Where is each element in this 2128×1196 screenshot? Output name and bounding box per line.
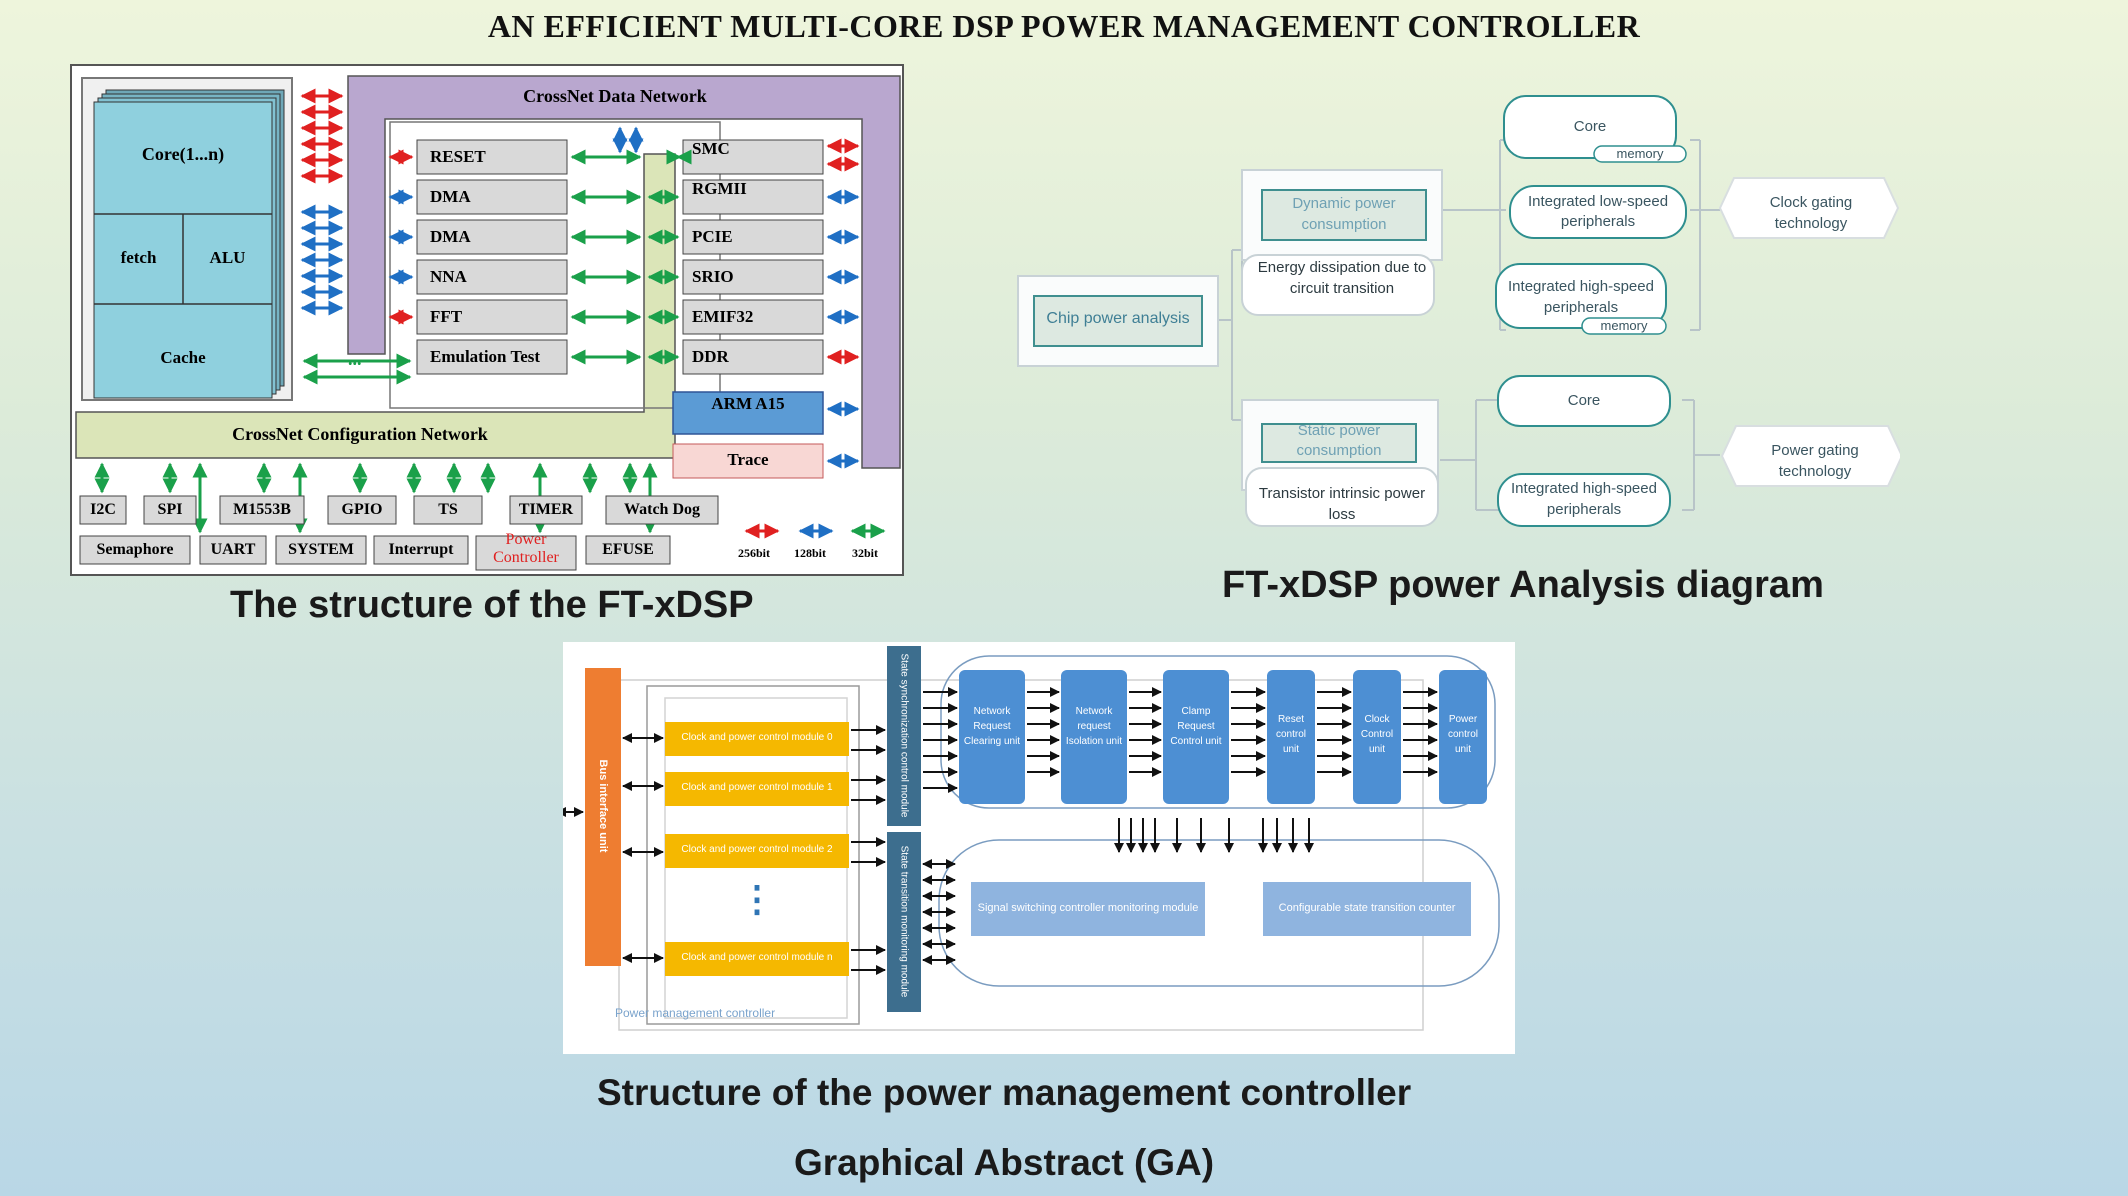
module-spi: SPI bbox=[157, 501, 183, 518]
core-label: Core(1...n) bbox=[141, 144, 225, 164]
bus-interface-unit: Bus interface unit bbox=[597, 759, 609, 853]
unit-power-control: Power control unit bbox=[1447, 714, 1478, 755]
fetch-label: fetch bbox=[120, 248, 157, 267]
left-module-boxes bbox=[416, 139, 568, 375]
legend-32bit: 32bit bbox=[852, 546, 879, 560]
clock-gating-node: Clock gating technology bbox=[1769, 194, 1853, 232]
module-timer: TIMER bbox=[518, 501, 574, 518]
module-interrupt: Interrupt bbox=[388, 541, 454, 558]
clock-power-module-0: Clock and power control module 0 bbox=[681, 732, 833, 743]
module-i2c: I2C bbox=[90, 501, 116, 518]
module-power-controller: Power Controller bbox=[493, 531, 559, 566]
cache-label: Cache bbox=[160, 348, 206, 367]
module-smc: SMC bbox=[692, 139, 730, 158]
pmc-diagram: Bus interface unit Clock and power contr… bbox=[556, 642, 1515, 1054]
unit-network-isolation: Network request Isolation unit bbox=[1065, 706, 1123, 747]
unit-clock-control: Clock Control unit bbox=[1360, 714, 1394, 755]
legend-128bit: 128bit bbox=[794, 546, 827, 560]
module-m1553b: M1553B bbox=[233, 501, 291, 518]
module-pcie: PCIE bbox=[692, 227, 733, 246]
module-ellipsis: ⋮ bbox=[739, 878, 775, 919]
state-transition-module: State transition monitoring module bbox=[898, 845, 910, 998]
right-module-boxes bbox=[672, 139, 824, 479]
caption-structure: The structure of the FT-xDSP bbox=[230, 584, 754, 626]
module-fft: FFT bbox=[430, 307, 463, 326]
power-analysis-diagram: Chip power analysis Dynamic power consum… bbox=[1010, 90, 1904, 530]
clock-power-module-n: Clock and power control module n bbox=[681, 952, 833, 963]
page-title: AN EFFICIENT MULTI-CORE DSP POWER MANAGE… bbox=[487, 8, 1641, 44]
caption-ga: Graphical Abstract (GA) bbox=[794, 1142, 1215, 1183]
module-gpio: GPIO bbox=[341, 501, 383, 518]
low-speed-node: Integrated low-speed peripherals bbox=[1527, 193, 1669, 230]
module-dma-1: DMA bbox=[430, 187, 471, 206]
caption-pmc: Structure of the power management contro… bbox=[597, 1072, 1412, 1113]
static-power-node: Static power consumption bbox=[1296, 422, 1382, 459]
dynamic-desc: Energy dissipation due to circuit transi… bbox=[1257, 259, 1427, 297]
module-emulation-test: Emulation Test bbox=[430, 347, 541, 366]
core-node-1: Core bbox=[1573, 118, 1607, 135]
high-speed-node-1: Integrated high-speed peripherals bbox=[1508, 278, 1654, 316]
unit-reset-control: Reset control unit bbox=[1275, 714, 1306, 755]
core-node-2: Core bbox=[1567, 392, 1601, 409]
dynamic-power-node: Dynamic power consumption bbox=[1292, 195, 1396, 233]
memory-tag-2: memory bbox=[1600, 318, 1648, 333]
module-ts: TS bbox=[438, 501, 458, 518]
high-speed-node-2: Integrated high-speed peripherals bbox=[1511, 480, 1657, 518]
module-semaphore: Semaphore bbox=[96, 541, 174, 558]
unit-clamp-request: Clamp Request Control unit bbox=[1170, 706, 1222, 747]
structure-diagram: Core(1...n) fetch ALU Cache CrossNet Dat… bbox=[70, 64, 904, 576]
chip-power-analysis-node: Chip power analysis bbox=[1046, 310, 1190, 327]
ellipsis: ... bbox=[348, 349, 362, 369]
module-efuse: EFUSE bbox=[602, 541, 654, 558]
state-transition-counter: Configurable state transition counter bbox=[1278, 902, 1456, 914]
module-trace: Trace bbox=[727, 450, 769, 469]
memory-tag-1: memory bbox=[1616, 146, 1664, 161]
module-system: SYSTEM bbox=[288, 541, 354, 558]
static-desc: Transistor intrinsic power loss bbox=[1258, 485, 1426, 523]
clock-power-module-2: Clock and power control module 2 bbox=[681, 844, 833, 855]
crossnet-config-label: CrossNet Configuration Network bbox=[232, 424, 488, 444]
module-ddr: DDR bbox=[692, 347, 729, 366]
crossnet-data-label: CrossNet Data Network bbox=[523, 86, 707, 106]
state-sync-module: State synchronization control module bbox=[898, 653, 910, 818]
signal-switching-module: Signal switching controller monitoring m… bbox=[977, 902, 1199, 914]
legend-256bit: 256bit bbox=[738, 546, 771, 560]
module-dma-2: DMA bbox=[430, 227, 471, 246]
module-reset: RESET bbox=[430, 147, 486, 166]
module-arm: ARM A15 bbox=[711, 394, 785, 413]
module-watchdog: Watch Dog bbox=[624, 501, 700, 518]
pmc-label: Power management controller bbox=[615, 1006, 776, 1020]
unit-network-clearing: Network Request Clearing unit bbox=[963, 706, 1021, 747]
module-srio: SRIO bbox=[692, 267, 734, 286]
module-nna: NNA bbox=[430, 267, 467, 286]
power-gating-node: Power gating technology bbox=[1771, 442, 1859, 480]
module-emif32: EMIF32 bbox=[692, 307, 754, 326]
module-uart: UART bbox=[210, 541, 256, 558]
module-rgmii: RGMII bbox=[692, 179, 747, 198]
alu-label: ALU bbox=[209, 248, 246, 267]
clock-power-module-1: Clock and power control module 1 bbox=[681, 782, 833, 793]
caption-analysis: FT-xDSP power Analysis diagram bbox=[1222, 564, 1824, 606]
